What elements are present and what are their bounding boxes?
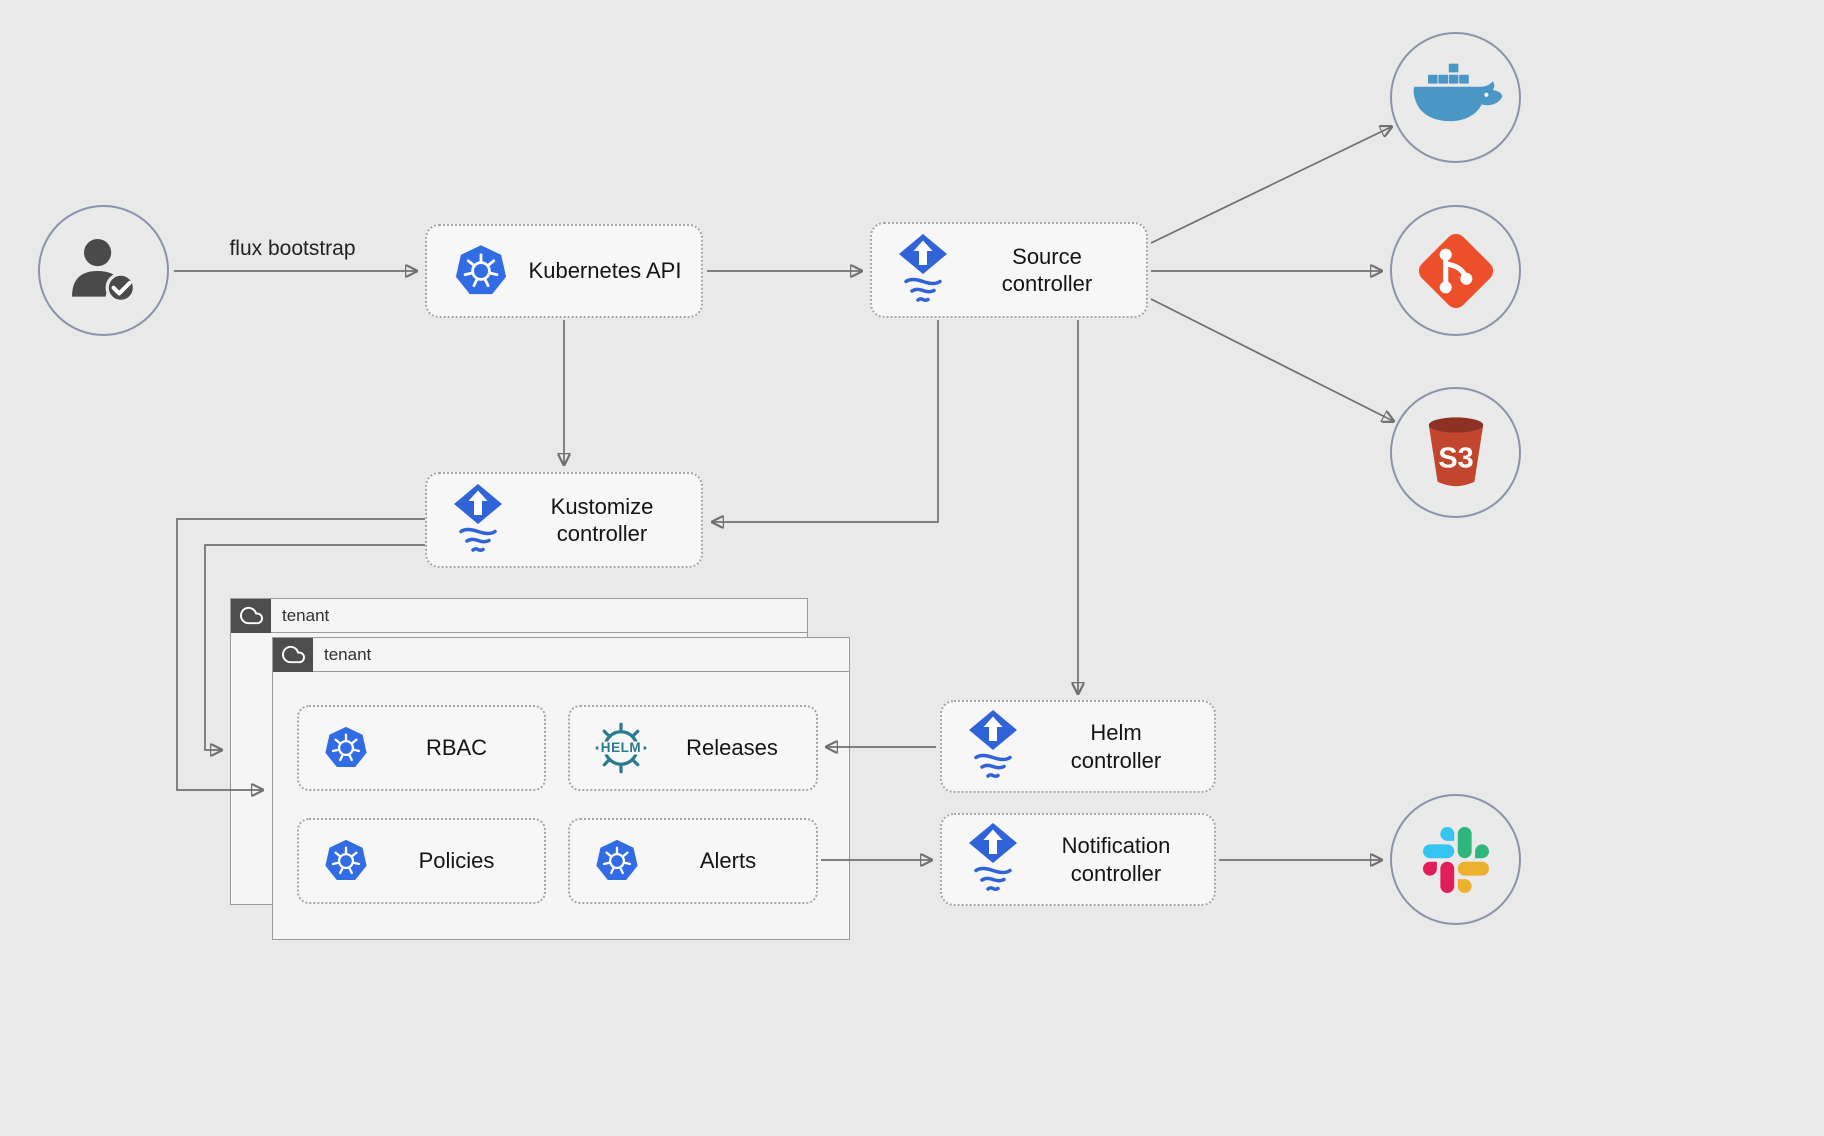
flux-icon bbox=[453, 483, 503, 558]
tenant-box-front: tenant RBAC Releases Policies Alerts bbox=[272, 637, 850, 940]
flux-icon bbox=[968, 822, 1018, 897]
docker-registry-node bbox=[1390, 32, 1521, 163]
kubernetes-icon bbox=[453, 243, 509, 299]
kubernetes-icon bbox=[323, 838, 369, 884]
tenant-front-label: tenant bbox=[324, 644, 372, 664]
slack-icon bbox=[1423, 827, 1489, 893]
alerts-node: Alerts bbox=[568, 818, 818, 904]
flux-icon bbox=[968, 709, 1018, 784]
user-node bbox=[38, 205, 169, 336]
git-repository-node bbox=[1390, 205, 1521, 336]
docker-icon bbox=[1408, 62, 1504, 134]
source-controller-label: Source controller bbox=[1001, 243, 1093, 297]
notification-controller-node: Notification controller bbox=[940, 813, 1216, 906]
git-icon bbox=[1413, 228, 1499, 314]
edge-source-controller-to-s3 bbox=[1150, 298, 1393, 421]
policies-label: Policies bbox=[418, 848, 495, 874]
slack-node bbox=[1390, 794, 1521, 925]
releases-label: Releases bbox=[686, 735, 778, 761]
helm-controller-node: Helm controller bbox=[940, 700, 1216, 793]
kustomize-controller-label: Kustomize controller bbox=[550, 493, 654, 547]
kubernetes-api-label: Kubernetes API bbox=[528, 258, 682, 284]
s3-bucket-node bbox=[1390, 387, 1521, 518]
source-controller-node: Source controller bbox=[870, 222, 1148, 318]
edge-source-controller-to-docker bbox=[1150, 127, 1391, 244]
tenant-back-label: tenant bbox=[282, 605, 330, 625]
kubernetes-api-node: Kubernetes API bbox=[425, 224, 703, 318]
tenant-front-header: tenant bbox=[273, 637, 849, 672]
cloud-icon bbox=[273, 637, 313, 672]
helm-icon bbox=[594, 721, 648, 775]
edge-source-controller-to-kustomize-controller bbox=[713, 320, 939, 522]
kustomize-controller-node: Kustomize controller bbox=[425, 472, 703, 568]
policies-node: Policies bbox=[297, 818, 546, 904]
kubernetes-icon bbox=[594, 838, 640, 884]
releases-node: Releases bbox=[568, 705, 818, 791]
s3-bucket-icon bbox=[1416, 413, 1496, 493]
user-check-icon bbox=[64, 231, 144, 311]
alerts-label: Alerts bbox=[699, 848, 757, 874]
rbac-label: RBAC bbox=[425, 735, 488, 761]
helm-controller-label: Helm controller bbox=[1070, 720, 1162, 773]
cloud-icon bbox=[231, 598, 271, 633]
flux-icon bbox=[898, 233, 948, 308]
flux-bootstrap-label: flux bootstrap bbox=[229, 237, 356, 260]
notification-controller-label: Notification controller bbox=[1061, 833, 1171, 886]
tenant-back-header: tenant bbox=[231, 598, 807, 633]
rbac-node: RBAC bbox=[297, 705, 546, 791]
kubernetes-icon bbox=[323, 725, 369, 771]
